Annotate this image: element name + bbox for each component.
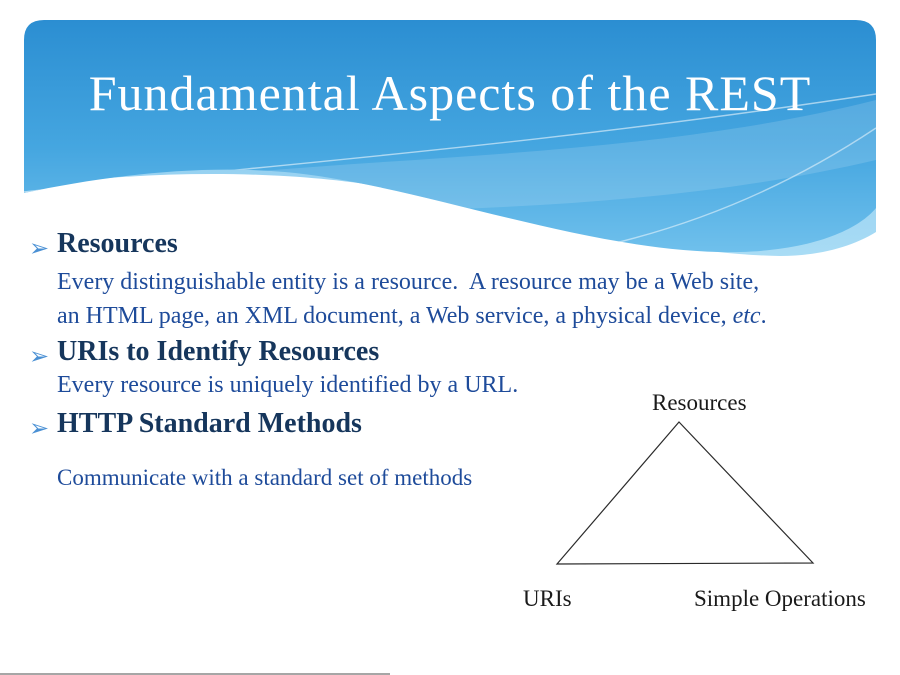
- triangle-outline: [555, 421, 815, 565]
- diagram-label-resources: Resources: [652, 390, 747, 415]
- body-text-segment: an HTML page, an XML document, a Web ser…: [57, 303, 733, 329]
- triangle-diagram: [555, 421, 815, 565]
- body-text-segment: .: [760, 303, 767, 329]
- bullet-body-line: an HTML page, an XML document, a Web ser…: [57, 303, 767, 331]
- header-wave-banner: [24, 20, 876, 256]
- bottom-edge-artifact: [0, 673, 390, 675]
- note-text: Communicate with a standard set of metho…: [57, 465, 473, 490]
- arrow-bullet-icon: ➢: [29, 342, 50, 370]
- diagram-label-uris: URIs: [523, 586, 572, 611]
- bullet-heading-uris: URIs to Identify Resources: [57, 336, 380, 367]
- arrow-bullet-icon: ➢: [29, 234, 50, 262]
- diagram-label-simple-operations: Simple Operations: [694, 586, 866, 611]
- header-main-shape: [24, 20, 876, 253]
- bullet-heading-http-methods: HTTP Standard Methods: [57, 408, 362, 439]
- bullet-heading-resources: Resources: [57, 228, 178, 259]
- slide-title: Fundamental Aspects of the REST: [88, 65, 812, 121]
- bullet-body-line: Every resource is uniquely identified by…: [57, 372, 519, 398]
- arrow-bullet-icon: ➢: [29, 414, 50, 442]
- body-text-italic: etc: [732, 303, 761, 329]
- bullet-body-line: Every distinguishable entity is a resour…: [57, 269, 760, 295]
